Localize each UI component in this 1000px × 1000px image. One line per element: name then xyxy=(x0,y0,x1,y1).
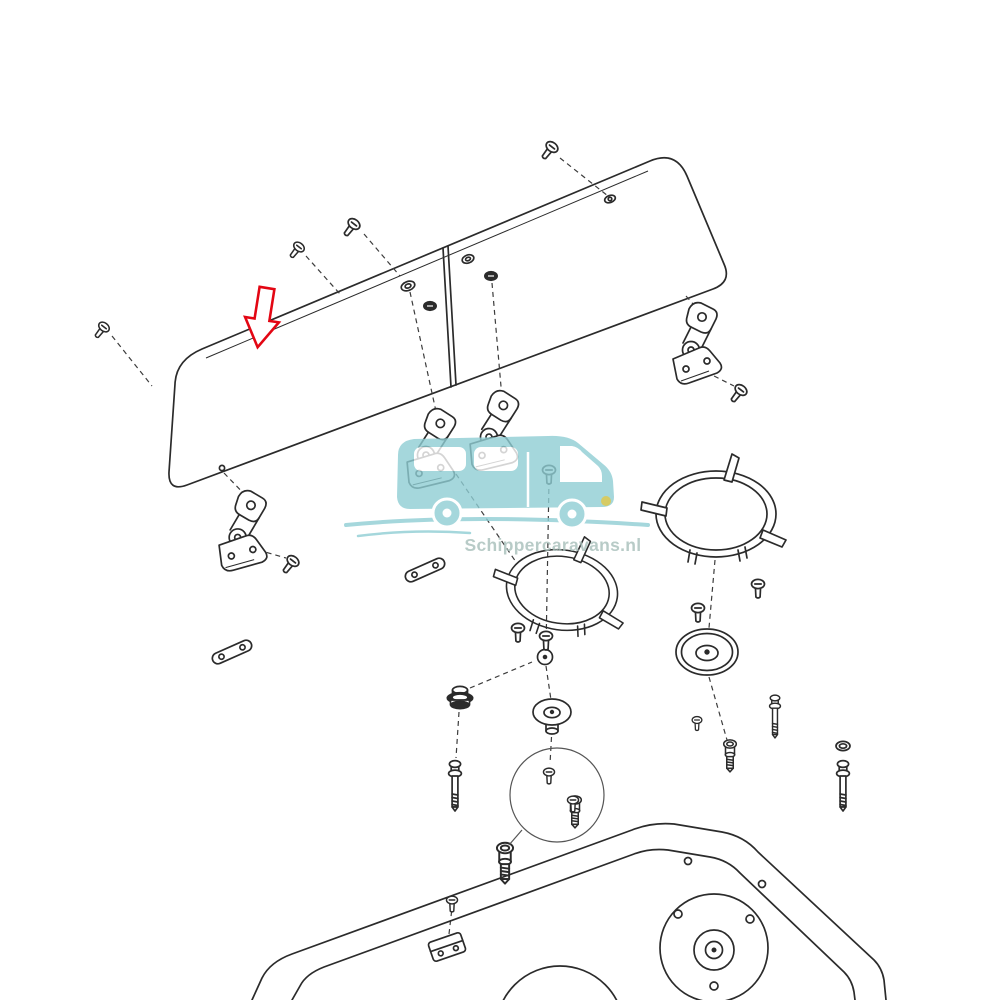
lid-screw-2 xyxy=(339,215,363,240)
trivet-screw-4 xyxy=(750,578,766,599)
hinge-strip-left xyxy=(209,637,255,667)
washer-ring xyxy=(536,648,554,666)
hinge-screw-left xyxy=(278,552,302,577)
burner-cap-large xyxy=(675,628,739,676)
pan-support-right xyxy=(640,453,787,565)
lid-divider xyxy=(442,245,457,388)
rim-hole-1 xyxy=(683,856,693,866)
lid-mounting-holes xyxy=(218,194,617,472)
lid-hinge-right xyxy=(672,301,723,385)
mounting-bracket xyxy=(427,931,467,963)
glass-lid xyxy=(168,156,728,488)
gas-jet-4 xyxy=(722,739,738,773)
small-screw-1 xyxy=(691,715,703,732)
hob-body xyxy=(251,822,887,1000)
trivet-screw-1 xyxy=(510,622,526,643)
lid-edge-line xyxy=(205,170,649,359)
rubber-grommet xyxy=(446,685,474,710)
trivet-screw-3 xyxy=(690,602,706,623)
detail-circle xyxy=(508,747,605,846)
gas-jet-6 xyxy=(835,740,851,812)
highlight-arrow xyxy=(243,285,282,350)
headlight-dot xyxy=(601,496,611,506)
trivet-screw-2 xyxy=(538,630,554,651)
watermark-swoosh-small xyxy=(356,530,472,538)
burner-cap-small xyxy=(532,698,572,735)
lid-screw-3 xyxy=(285,239,307,262)
burner-recess-center xyxy=(502,965,618,1000)
watermark-caravan-icon xyxy=(397,435,614,530)
gas-jet-1 xyxy=(447,759,463,812)
lid-screw-4 xyxy=(90,319,112,342)
small-screw-2 xyxy=(445,895,459,913)
rim-hole-2 xyxy=(757,879,767,889)
lid-screw-1 xyxy=(537,138,561,163)
watermark-swoosh xyxy=(344,517,650,527)
watermark-text: Schippercaravans.nl xyxy=(465,535,642,555)
burner-recess-right xyxy=(659,893,769,1000)
lid-pin-hole xyxy=(218,464,226,472)
detail-screw-1 xyxy=(542,767,556,785)
gas-jet-5 xyxy=(768,694,782,739)
watermark-logo: Schippercaravans.nl xyxy=(344,435,650,555)
hinge-strip-center xyxy=(402,555,448,585)
lid-hinge-left xyxy=(216,488,273,575)
hinge-screw-right xyxy=(726,381,750,406)
